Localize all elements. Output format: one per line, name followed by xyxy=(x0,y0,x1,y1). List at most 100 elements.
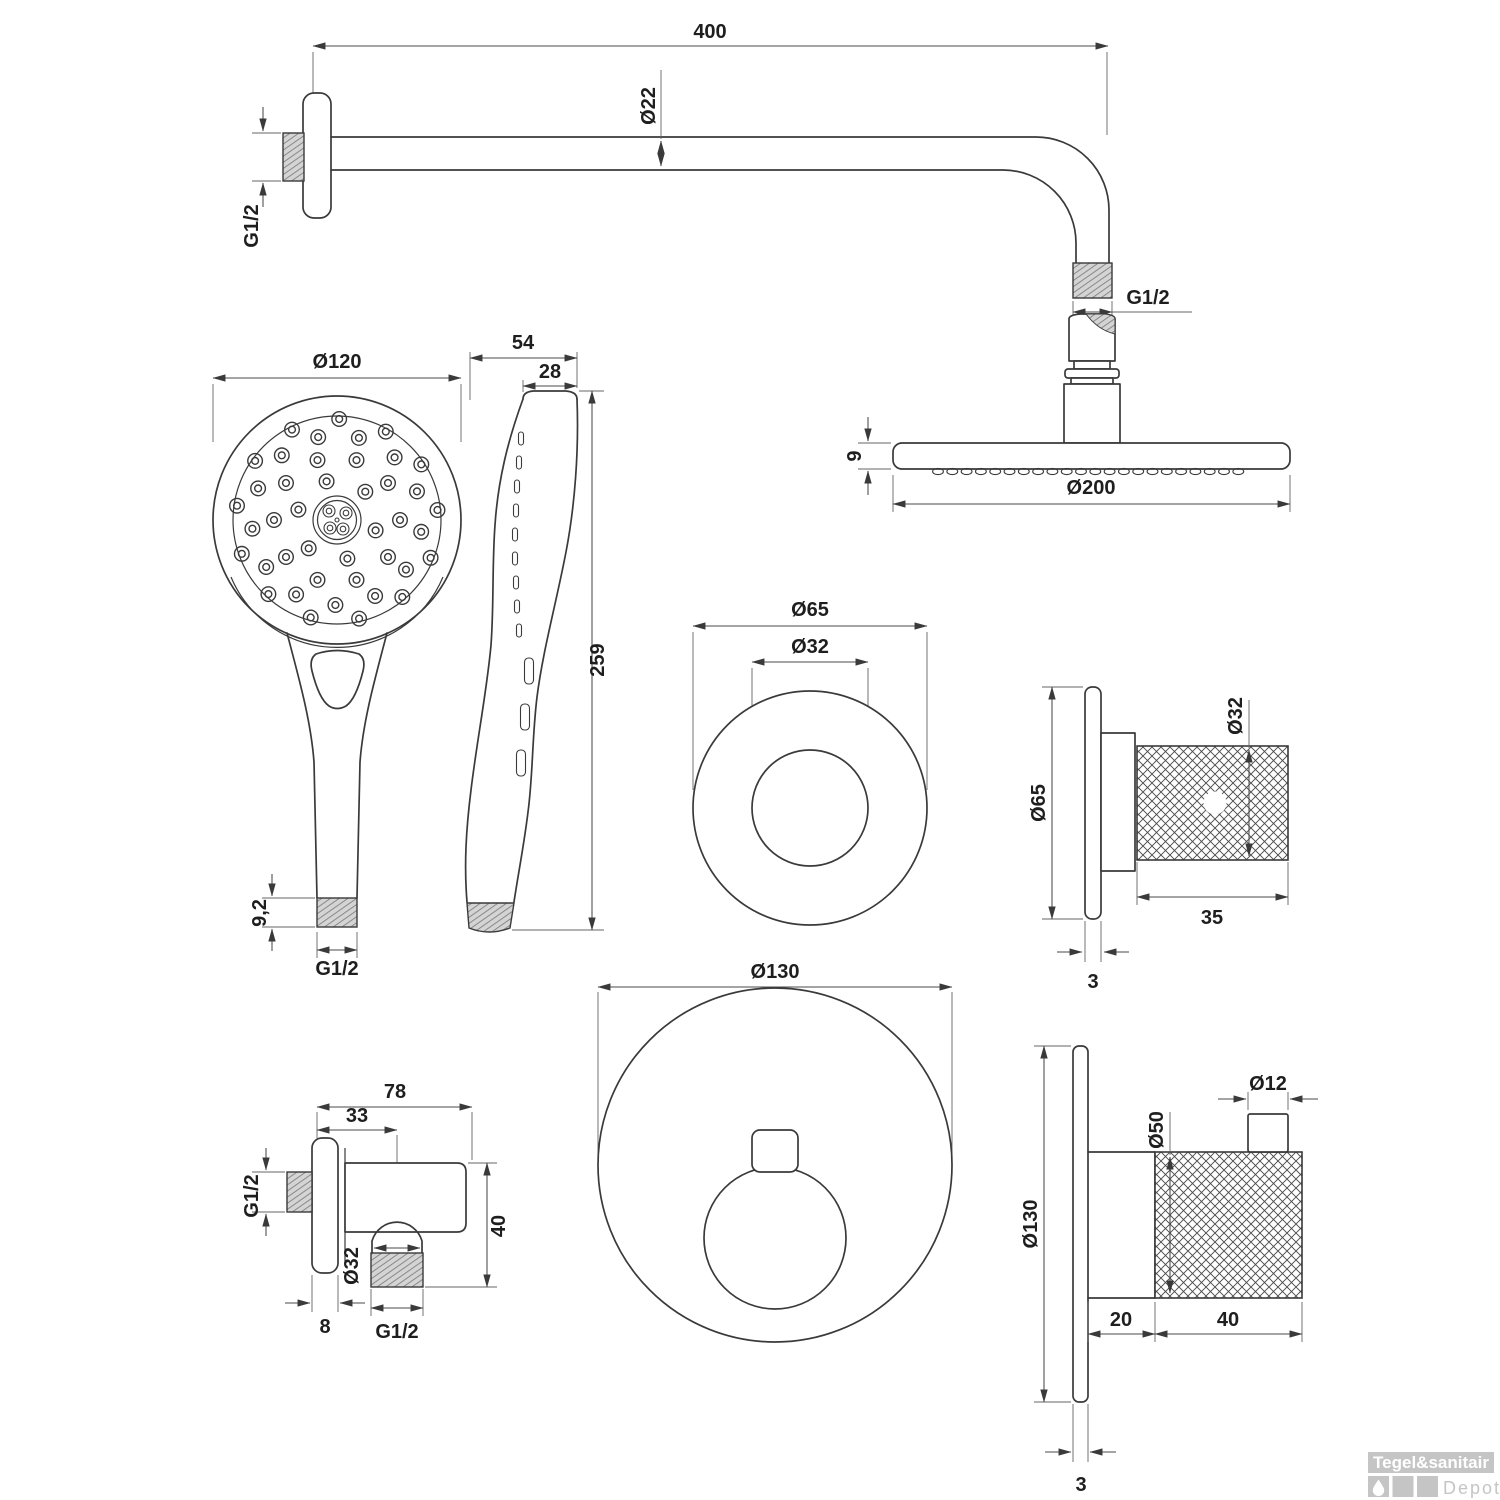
side-mode-button xyxy=(519,703,531,731)
hand-nozzle-pattern xyxy=(228,411,446,627)
control-large-front-view: Ø130 Ø50 Ø12 xyxy=(597,961,953,1343)
arm-wall-flange xyxy=(302,92,332,219)
nozzle-inner xyxy=(281,552,291,562)
nozzle-inner xyxy=(232,501,242,510)
nozzle-inner xyxy=(277,451,286,460)
small-side-base xyxy=(1100,732,1136,872)
scallop xyxy=(989,467,1002,476)
hand-mode-button xyxy=(310,649,365,710)
scallop xyxy=(1160,467,1173,476)
nozzle-outer xyxy=(394,589,411,606)
dim-small-plate-diameter: Ø65 xyxy=(791,599,829,621)
nozzle-outer xyxy=(398,561,415,578)
nozzle-outer xyxy=(233,545,250,562)
nozzle-inner xyxy=(398,592,407,602)
nozzle-inner xyxy=(306,613,315,622)
hand-handle-left xyxy=(286,632,318,899)
scallop xyxy=(1103,467,1116,476)
large-side-knurled-knob xyxy=(1154,1151,1303,1299)
head-neck xyxy=(1070,377,1114,385)
nozzle-outer xyxy=(367,588,384,605)
side-nozzle-dash xyxy=(513,479,521,494)
scallop xyxy=(1218,467,1230,476)
scallop xyxy=(1075,467,1087,476)
hub-jet xyxy=(339,506,353,520)
nozzle-inner xyxy=(352,456,361,465)
control-small-front-view: Ø65 Ø32 xyxy=(692,599,928,926)
small-side-plate xyxy=(1084,686,1102,920)
dim-large-plate-diameter: Ø130 xyxy=(751,961,800,983)
dim-arm-pipe-diameter: Ø22 xyxy=(638,87,660,125)
nozzle-outer xyxy=(422,549,439,566)
dim-outlet-diameter: Ø32 xyxy=(341,1247,363,1285)
dim-outlet-hose-connection: G1/2 xyxy=(375,1321,418,1343)
dim-large-side-plate-thickness: 3 xyxy=(1075,1474,1086,1496)
side-nozzle-dash xyxy=(515,455,523,470)
nozzle-outer xyxy=(284,421,301,438)
nozzle-outer xyxy=(278,549,295,566)
nozzle-inner xyxy=(383,478,393,488)
scallop xyxy=(974,467,987,476)
scallop xyxy=(1132,467,1145,476)
nozzle-outer xyxy=(413,456,430,473)
nozzle-outer xyxy=(380,475,397,492)
scallop xyxy=(1232,467,1245,476)
nozzle-outer xyxy=(327,597,344,614)
nozzle-inner xyxy=(322,477,331,486)
scallop xyxy=(1003,467,1016,476)
nozzle-inner xyxy=(269,515,279,525)
nozzle-outer xyxy=(302,609,319,626)
large-knob-pin xyxy=(751,1129,799,1173)
scallop xyxy=(1017,467,1030,476)
wall-outlet-view: 78 33 G1/2 Ø32 40 8 G1/2 xyxy=(241,1081,510,1343)
dim-arm-wall-connection: G1/2 xyxy=(241,204,263,247)
hub-jet xyxy=(322,504,336,518)
nozzle-inner xyxy=(262,562,271,572)
nozzle-inner xyxy=(237,549,246,558)
nozzle-outer xyxy=(266,512,283,529)
logo-sub-brand-text: Depot xyxy=(1443,1478,1500,1498)
head-connector-thread xyxy=(1084,313,1116,335)
head-nozzle-row xyxy=(932,467,1245,476)
nozzle-inner xyxy=(248,524,257,533)
nozzle-outer xyxy=(392,512,409,529)
nozzle-outer xyxy=(228,497,245,514)
nozzle-outer xyxy=(409,483,426,500)
nozzle-inner xyxy=(343,554,352,563)
nozzle-outer xyxy=(273,447,290,464)
nozzle-inner xyxy=(335,414,344,424)
head-disc xyxy=(892,442,1291,470)
nozzle-outer xyxy=(318,473,335,490)
dim-head-diameter: Ø200 xyxy=(1067,477,1116,499)
hand-shower-face xyxy=(212,395,462,645)
nozzle-outer xyxy=(260,586,277,603)
hand-thread xyxy=(316,897,358,928)
nozzle-inner xyxy=(371,591,380,601)
nozzle-inner xyxy=(390,453,399,462)
side-nozzle-dash xyxy=(515,623,523,638)
nozzle-inner xyxy=(251,456,260,466)
hand-side-thread xyxy=(466,902,515,933)
control-small-side-view: Ø65 3 Ø32 35 xyxy=(1028,686,1289,993)
hub-jet-center xyxy=(326,524,334,532)
side-nozzle-dash xyxy=(517,431,525,446)
arm-pipe-outer xyxy=(330,136,1110,264)
hand-side-nozzle-edge xyxy=(511,431,535,777)
nozzle-inner xyxy=(361,487,370,496)
hand-handle-right xyxy=(356,632,388,899)
outlet-dome xyxy=(371,1221,423,1254)
head-shower-view: 9 Ø200 xyxy=(844,313,1291,512)
hand-hub-jets xyxy=(322,504,353,536)
outlet-hose-thread xyxy=(370,1252,424,1288)
dim-outlet-body-depth: 33 xyxy=(346,1105,368,1127)
nozzle-outer xyxy=(386,449,403,466)
dim-head-thickness: 9 xyxy=(844,450,866,461)
small-knob xyxy=(751,749,869,867)
dim-arm-head-connection: G1/2 xyxy=(1126,287,1169,309)
hand-side-cap xyxy=(522,390,578,400)
dim-hand-face-diameter: Ø120 xyxy=(313,351,362,373)
nozzle-outer xyxy=(250,480,267,497)
nozzle-inner xyxy=(314,433,323,442)
nozzle-inner xyxy=(313,456,322,465)
